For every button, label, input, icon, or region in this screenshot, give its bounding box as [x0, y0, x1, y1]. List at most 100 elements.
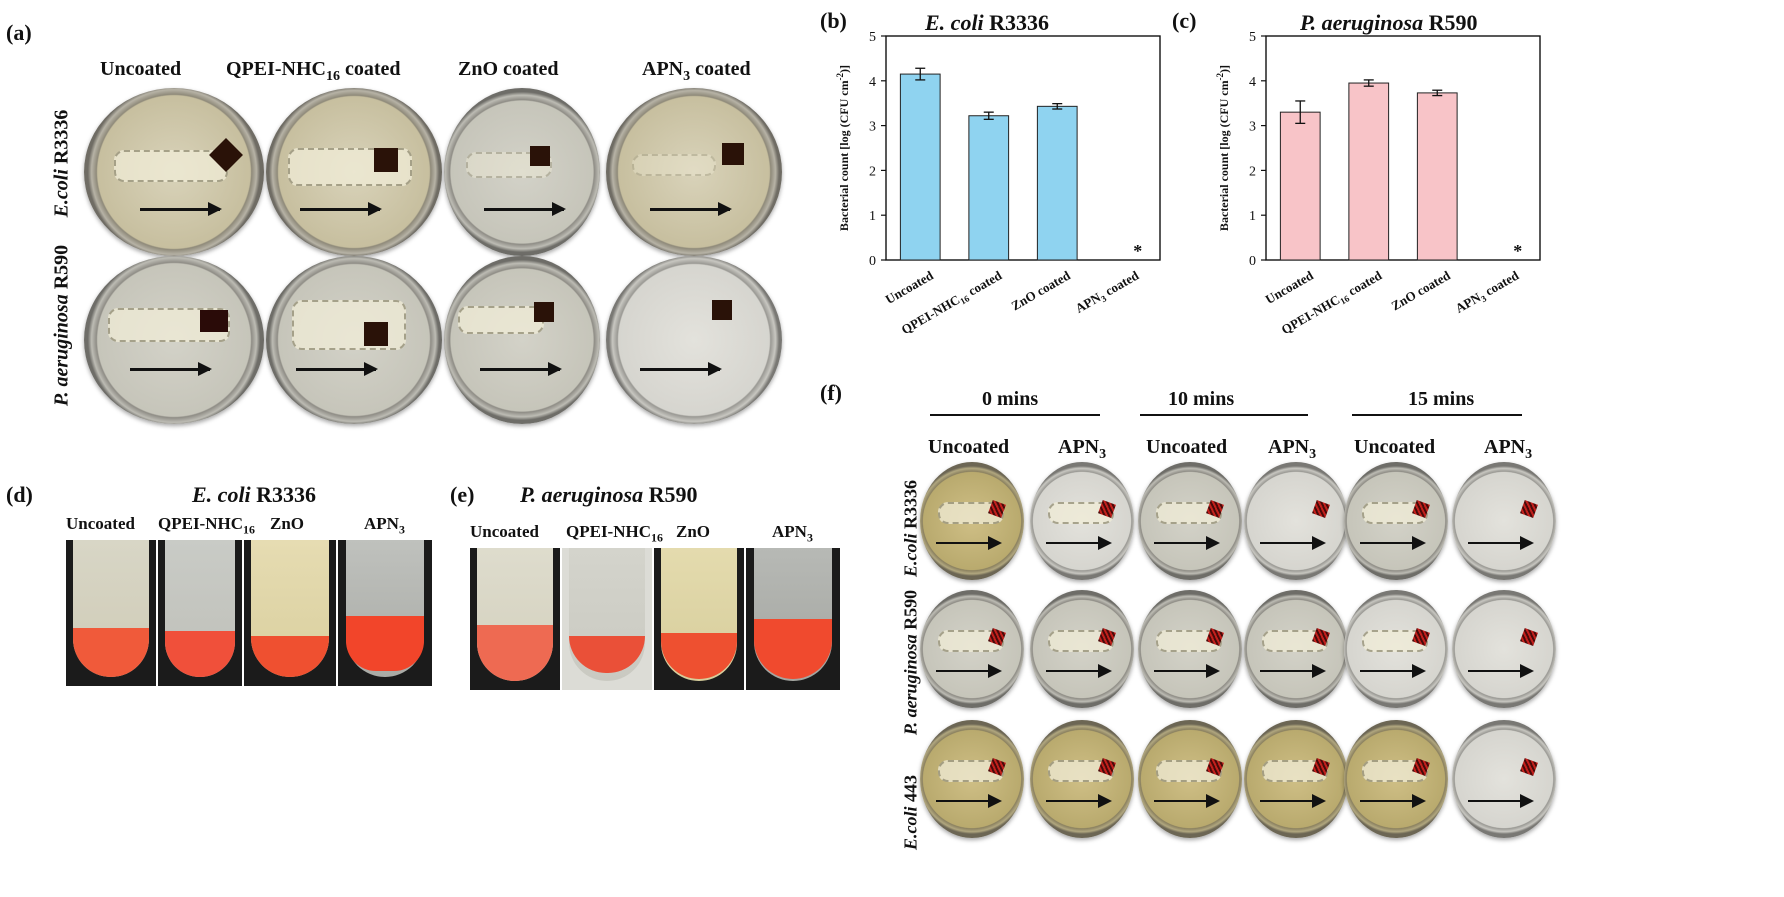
bar: [1348, 82, 1390, 261]
dish-f: [1452, 590, 1556, 708]
x-tick-label: ZnO coated: [1389, 267, 1454, 313]
direction-arrow: [130, 362, 212, 376]
panel-f-time-0: 0 mins: [982, 388, 1039, 410]
y-tick-label: 2: [869, 164, 876, 179]
direction-arrow: [936, 794, 1002, 808]
zero-asterisk: *: [1133, 241, 1142, 261]
direction-arrow: [1154, 794, 1220, 808]
panel-f-time-15-line: [1352, 414, 1522, 416]
direction-arrow: [484, 202, 566, 216]
panel-b-title: E. coli R3336: [925, 10, 1050, 35]
tube-d-qpei: [158, 540, 242, 686]
panel-c-letter: (c): [1172, 8, 1197, 33]
bar: [968, 115, 1010, 261]
y-tick-label: 4: [869, 75, 876, 90]
sample-square: [722, 143, 744, 165]
y-axis-label: Bacterial count [log (CFU cm-2)]: [1215, 65, 1231, 231]
panel-f-col-uncoated-0: Uncoated: [928, 436, 1010, 458]
panel-f-row-paeruginosa: P. aeruginosa R590: [900, 589, 921, 736]
smear: [632, 154, 716, 176]
direction-arrow: [1360, 536, 1426, 550]
direction-arrow: [1260, 794, 1326, 808]
bar: [1036, 105, 1078, 261]
dish-f: [1452, 462, 1556, 580]
smear: [1048, 630, 1114, 652]
panel-a-row-ecoli: E.coli R3336: [50, 109, 73, 218]
panel-d-title: E. coli R3336: [192, 482, 317, 507]
sample-square: [530, 146, 550, 166]
sample-square: [200, 310, 228, 332]
smear: [1156, 760, 1222, 782]
panel-d-label-zno: ZnO: [270, 514, 305, 533]
direction-arrow: [1360, 664, 1426, 678]
panel-f-row-ecoli-443: E.coli 443: [900, 775, 921, 850]
smear: [1048, 760, 1114, 782]
x-tick-label: Uncoated: [1263, 267, 1317, 307]
smear: [1262, 760, 1328, 782]
direction-arrow: [140, 202, 222, 216]
smear: [1156, 502, 1222, 524]
y-tick-label: 2: [1249, 164, 1256, 179]
x-tick-label: Uncoated: [883, 267, 937, 307]
panel-a-col-uncoated: Uncoated: [100, 58, 182, 80]
panel-e-label-apn: APN3: [772, 522, 813, 545]
y-tick-label: 3: [1249, 120, 1256, 135]
direction-arrow: [300, 202, 382, 216]
panel-d-label-qpei: QPEI-NHC16: [158, 514, 255, 537]
y-tick-label: 1: [1249, 209, 1256, 224]
plot-frame: [1265, 35, 1541, 261]
panel-f-time-10-line: [1140, 414, 1308, 416]
panel-a-col-zno: ZnO coated: [458, 58, 559, 80]
x-tick-label: ZnO coated: [1009, 267, 1074, 313]
panel-f-col-uncoated-10: Uncoated: [1146, 436, 1228, 458]
direction-arrow: [936, 664, 1002, 678]
smear: [1048, 502, 1114, 524]
tube-d-uncoated: [66, 540, 156, 686]
direction-arrow: [1260, 664, 1326, 678]
panel-d-letter: (d): [6, 482, 33, 507]
smear: [1362, 502, 1428, 524]
panel-a-row-paeruginosa: P. aeruginosa R590: [50, 244, 73, 407]
direction-arrow: [1046, 536, 1112, 550]
panel-d-label-apn: APN3: [364, 514, 405, 537]
direction-arrow: [640, 362, 722, 376]
direction-arrow: [1468, 664, 1534, 678]
panel-f-time-0-line: [930, 414, 1100, 416]
panel-a-col-apn: APN3 coated: [642, 58, 751, 84]
smear: [938, 760, 1004, 782]
y-tick-label: 3: [869, 120, 876, 135]
sample-square: [364, 322, 388, 346]
dish-f: [1244, 462, 1348, 580]
direction-arrow: [936, 536, 1002, 550]
panel-e-letter: (e): [450, 482, 475, 507]
panel-f-time-10: 10 mins: [1168, 388, 1235, 410]
panel-e-label-uncoated: Uncoated: [470, 522, 539, 541]
x-tick-label: APN3 coated: [1073, 267, 1143, 317]
panel-f-col-apn-0: APN3: [1058, 436, 1107, 462]
bar: [899, 73, 941, 261]
panel-b-letter: (b): [820, 8, 847, 33]
y-tick-label: 0: [869, 254, 876, 269]
panel-a-col-qpei: QPEI-NHC16 coated: [226, 58, 401, 84]
direction-arrow: [1360, 794, 1426, 808]
panel-e-label-zno: ZnO: [676, 522, 711, 541]
smear: [458, 306, 544, 334]
tube-e-uncoated: [470, 548, 560, 690]
smear: [938, 630, 1004, 652]
y-tick-label: 4: [1249, 75, 1256, 90]
direction-arrow: [1154, 664, 1220, 678]
tube-d-zno: [244, 540, 336, 686]
dish-paeruginosa-zno: [444, 256, 600, 424]
direction-arrow: [650, 202, 732, 216]
y-axis-label: Bacterial count [log (CFU cm-2)]: [835, 65, 851, 231]
panel-e-label-qpei: QPEI-NHC16: [566, 522, 663, 545]
panel-f-letter: (f): [820, 380, 842, 405]
tube-d-apn: [338, 540, 432, 686]
zero-asterisk: *: [1513, 241, 1522, 261]
smear: [1362, 760, 1428, 782]
bar: [1279, 111, 1321, 261]
direction-arrow: [1046, 794, 1112, 808]
smear: [1362, 630, 1428, 652]
